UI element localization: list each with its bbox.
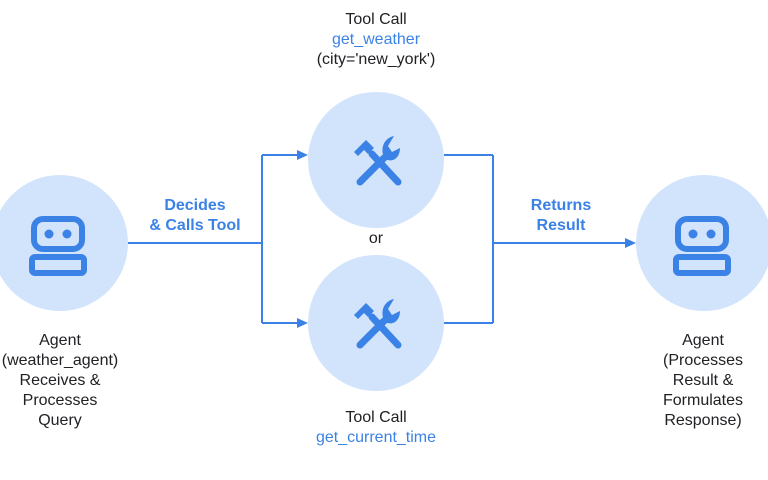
agent-right-line-5: Response) [664,412,742,429]
agent-left-line-5: Query [38,412,82,429]
tool-top-title: Tool Call [345,11,407,28]
tool-bottom-function: get_current_time [315,429,437,446]
tool-bottom-title: Tool Call [345,409,407,426]
agent-right-line-3: Result & [672,372,734,389]
decides-line-2: & Calls Tool [149,217,241,234]
connector-lines [128,154,628,324]
agent-right-line-4: Formulates [662,392,744,409]
agent-right-line-2: (Processes [662,352,744,369]
decides-line-1: Decides [164,197,226,214]
agent-left-line-2: (weather_agent) [1,352,119,369]
returns-line-1: Returns [530,197,592,214]
returns-line-2: Result [536,217,586,234]
tool-top-function: get_weather [331,31,421,48]
agent-right-label: Agent (Processes Result & Formulates Res… [642,331,764,431]
decides-calls-tool-label: Decides & Calls Tool [130,196,260,236]
agent-left-label: Agent (weather_agent) Receives & Process… [0,331,120,431]
arrowhead-bottom-tool [297,318,308,328]
agent-left-line-3: Receives & [19,372,101,389]
agent-left-node [0,175,128,311]
tool-bottom-label: Tool Call get_current_time [276,408,476,448]
or-label: or [368,230,384,247]
tool-top-args: (city='new_york') [316,51,436,68]
agent-right-line-1: Agent [682,332,724,349]
arrowheads [297,150,636,328]
agent-left-line-1: Agent [39,332,81,349]
tool-top-label: Tool Call get_weather (city='new_york') [276,10,476,70]
agent-left-line-4: Processes [22,392,98,409]
arrowhead-top-tool [297,150,308,160]
returns-result-label: Returns Result [496,196,626,236]
agent-right-node [636,175,768,311]
arrowhead-right-agent [625,238,636,248]
